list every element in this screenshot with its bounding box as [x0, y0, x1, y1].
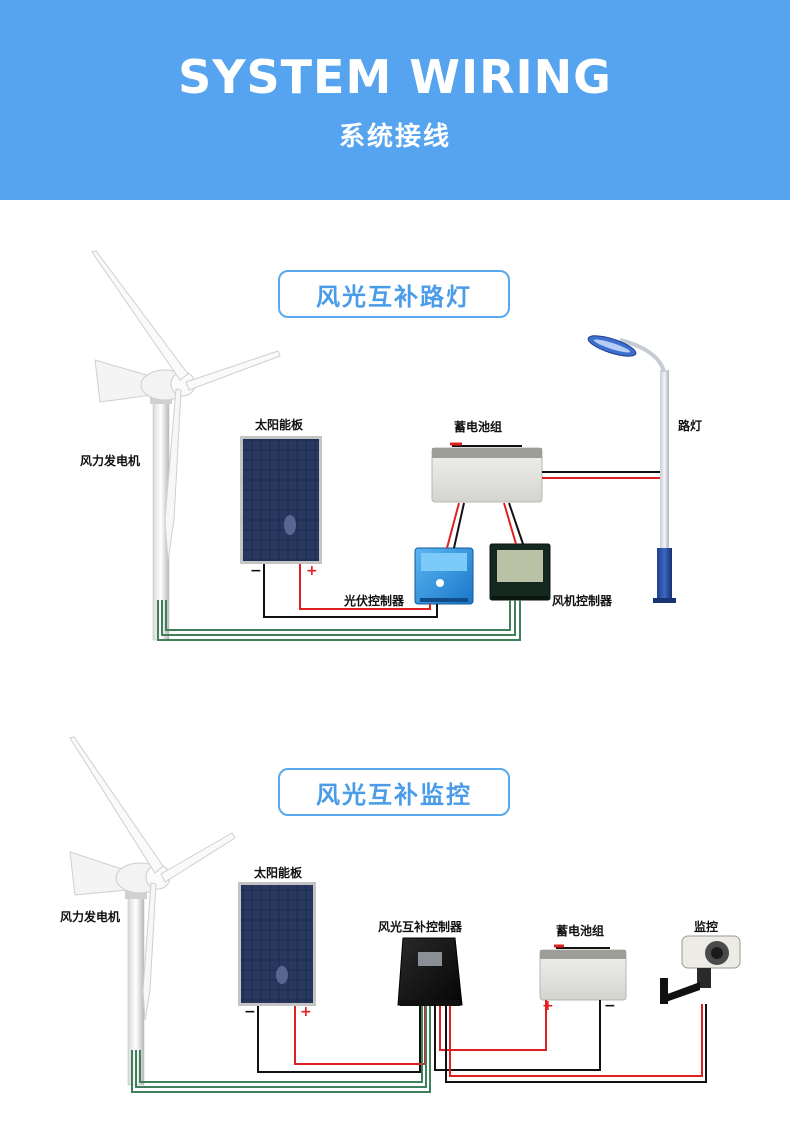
- label-solar-panel-1: 太阳能板: [255, 418, 304, 432]
- battery-2: [539, 944, 627, 1001]
- label-hybrid-controller: 风光互补控制器: [378, 920, 463, 934]
- solar-panel-1: [240, 436, 322, 564]
- page-subtitle: 系统接线: [338, 122, 451, 152]
- label-camera: 监控: [694, 920, 719, 934]
- streetlight-diagram: [91, 250, 676, 641]
- panel-negative-sign-1: −: [250, 563, 262, 579]
- section-title-streetlight: 风光互补路灯: [278, 270, 510, 318]
- solar-panel-2: [238, 882, 316, 1006]
- wind-turbine-2: [69, 736, 236, 1086]
- panel-negative-sign-2: −: [244, 1004, 256, 1020]
- section-title-monitoring: 风光互补监控: [278, 768, 510, 816]
- monitoring-diagram: [69, 736, 741, 1093]
- panel-positive-sign-2: +: [300, 1004, 312, 1020]
- label-wind-turbine-1: 风力发电机: [80, 454, 141, 468]
- panel-positive-sign-1: +: [306, 563, 318, 579]
- battery-1: [431, 442, 543, 503]
- battery-positive-sign: +: [542, 998, 554, 1014]
- header-banner: SYSTEM WIRING 系统接线: [0, 0, 790, 200]
- page-title: SYSTEM WIRING: [178, 50, 612, 104]
- hybrid-controller: [397, 937, 463, 1006]
- street-lamp-1: [587, 335, 676, 603]
- label-street-lamp: 路灯: [678, 419, 703, 433]
- streetlight-wires: [157, 471, 660, 641]
- label-pv-controller: 光伏控制器: [344, 594, 405, 608]
- monitoring-wires: [131, 1000, 707, 1093]
- label-wind-controller: 风机控制器: [552, 594, 613, 608]
- label-wind-turbine-2: 风力发电机: [60, 910, 121, 924]
- wind-turbine-1: [91, 250, 281, 641]
- label-battery-2: 蓄电池组: [556, 924, 605, 938]
- battery-negative-sign: −: [604, 998, 616, 1014]
- label-solar-panel-2: 太阳能板: [254, 866, 303, 880]
- pv-controller-1: [414, 547, 474, 605]
- security-camera: [660, 935, 741, 1004]
- label-battery-1: 蓄电池组: [454, 420, 503, 434]
- wind-controller-1: [489, 543, 551, 601]
